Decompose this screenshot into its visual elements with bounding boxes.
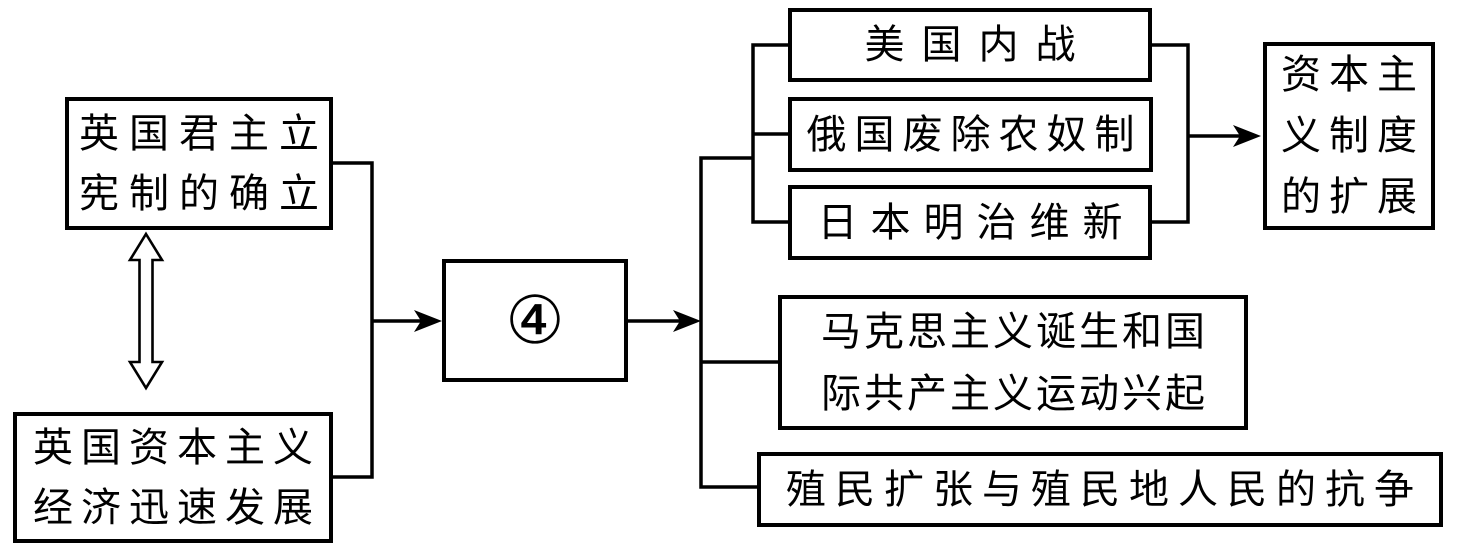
arrow-from-center-head-icon	[673, 310, 701, 332]
box-us-civil-war: 美国内战	[788, 8, 1152, 82]
circled-4-label: ④	[505, 281, 565, 359]
box-colonial-expansion-resistance: 殖民扩张与殖民地人民的抗争	[757, 452, 1443, 527]
box-japan-meiji-restoration-label: 日本明治维新	[817, 199, 1136, 246]
box-capitalist-system-expansion-line1: 资本主	[1281, 51, 1425, 98]
box-capitalist-system-expansion-line3: 的扩展	[1281, 173, 1425, 220]
left-bracket-line	[333, 161, 374, 479]
box-capitalist-system-expansion-line2: 义制度	[1281, 112, 1425, 159]
box-russia-abolish-serfdom: 俄国废除农奴制	[788, 97, 1153, 172]
box-uk-capitalist-economy: 英国资本主义 经济迅速发展	[13, 412, 333, 543]
right-bracket-line	[1152, 43, 1190, 224]
box-uk-capitalist-economy-line1: 英国资本主义	[33, 424, 321, 471]
box-us-civil-war-label: 美国内战	[864, 22, 1093, 68]
box-capitalist-system-expansion: 资本主 义制度 的扩展	[1263, 42, 1435, 230]
arrow-to-center-head-icon	[414, 310, 442, 332]
box-uk-constitutional-monarchy-line2: 宪制的确立	[79, 170, 329, 217]
main-branch-bracket-line	[699, 156, 757, 489]
box-colonial-expansion-resistance-label: 殖民扩张与殖民地人民的抗争	[786, 466, 1423, 513]
box-uk-constitutional-monarchy: 英国君主立 宪制的确立	[65, 97, 333, 230]
double-arrow-icon	[127, 231, 165, 391]
box-marxism-communist-movement-line1: 马克思主义诞生和国	[821, 308, 1208, 355]
box-marxism-communist-movement-line2: 际共产主义运动兴起	[821, 370, 1208, 417]
box-russia-abolish-serfdom-label: 俄国废除农奴制	[806, 111, 1143, 158]
box-japan-meiji-restoration: 日本明治维新	[788, 185, 1152, 260]
arrow-to-expansion-head-icon	[1233, 125, 1261, 147]
box-uk-constitutional-monarchy-line1: 英国君主立	[79, 110, 329, 157]
box-uk-capitalist-economy-line2: 经济迅速发展	[33, 484, 321, 531]
box-placeholder-4: ④	[442, 259, 628, 382]
box-marxism-communist-movement: 马克思主义诞生和国 际共产主义运动兴起	[778, 295, 1248, 430]
